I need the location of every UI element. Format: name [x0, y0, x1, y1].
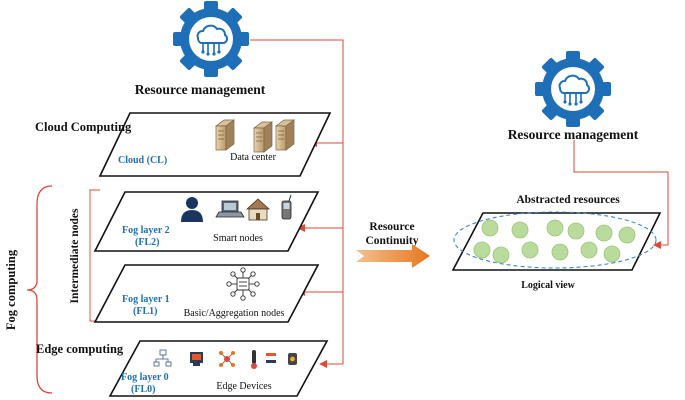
basic-aggregation-nodes-label: Basic/Aggregation nodes: [184, 308, 285, 319]
abstracted-resources-label: Abstracted resources: [516, 194, 620, 206]
edge-device-icon: [153, 349, 297, 369]
abstracted-resource-nodes: [473, 219, 636, 264]
cloud-layer-plane: [98, 112, 332, 177]
feedback-connectors: [250, 39, 344, 368]
person-icon: [181, 197, 203, 222]
laptop-icon: [215, 200, 245, 218]
resource-continuity-line1: Resource: [369, 221, 414, 233]
fog-layer-2-label-line1: Fog layer 2: [122, 225, 170, 236]
right-feedback-connector: [573, 140, 669, 249]
cloud-gear-icon: [172, 0, 250, 78]
fog-layer-1-label-line1: Fog layer 1: [122, 294, 170, 305]
logical-view-label: Logical view: [521, 280, 575, 291]
resource-continuity-line2: Continuity: [365, 235, 418, 247]
fog-computing-bracket: [26, 185, 53, 394]
cloud-gear-icon: [534, 50, 612, 128]
phone-icon: [281, 194, 292, 220]
edge-devices-label: Edge Devices: [216, 381, 271, 392]
smart-nodes-label: Smart nodes: [213, 233, 263, 244]
fog-layer-0-label-line2: (FL0): [131, 384, 155, 395]
fog-layer-1-plane: [93, 264, 320, 323]
intermediate-nodes-bracket: [89, 189, 100, 322]
cloud-layer-label: Cloud (CL): [118, 155, 167, 166]
network-hub-icon: [226, 267, 260, 301]
resource-continuity-arrow: [356, 244, 430, 268]
data-center-label: Data center: [230, 152, 276, 163]
fog-layer-2-label-line2: (FL2): [135, 237, 159, 248]
cloud-computing-title: Cloud Computing: [35, 120, 132, 134]
fog-layer-1-label-line2: (FL1): [133, 306, 157, 317]
house-icon: [245, 198, 271, 221]
resource-management-title-left: Resource management: [135, 82, 266, 97]
edge-computing-title: Edge computing: [36, 342, 124, 356]
fog-computing-label: Fog computing: [4, 249, 18, 330]
fog-layer-0-label-line1: Fog layer 0: [121, 372, 169, 383]
intermediate-nodes-label: Intermediate nodes: [69, 208, 81, 303]
resource-management-title-right: Resource management: [508, 127, 639, 142]
